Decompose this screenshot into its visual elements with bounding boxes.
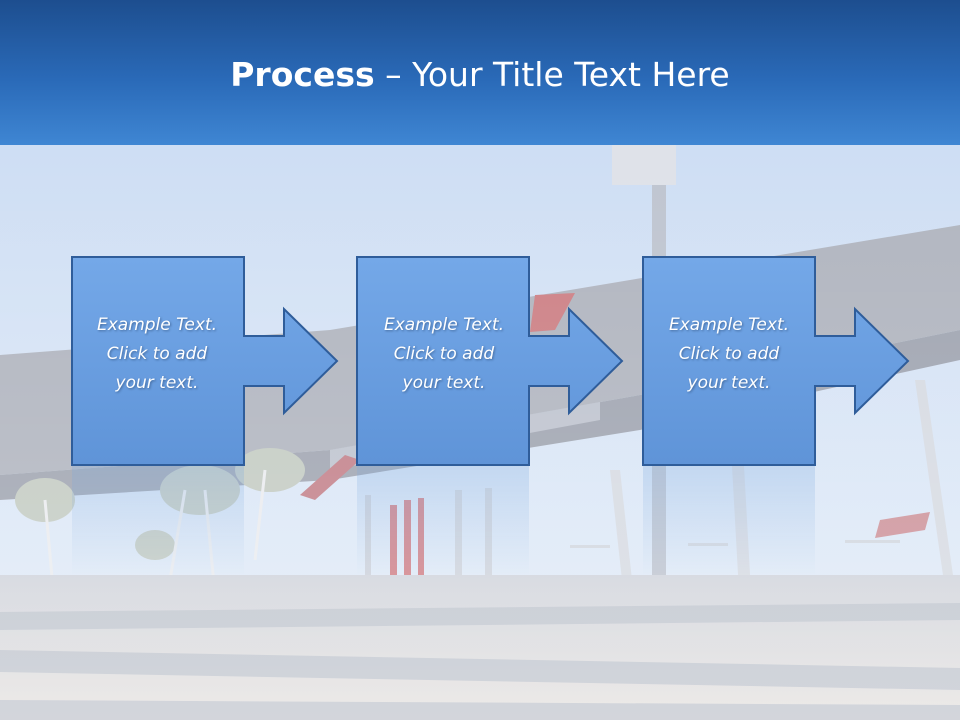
step-2-text: Example Text. Click to add your text.: [358, 311, 530, 398]
step-2-arrow-shape: [356, 256, 624, 466]
step-3-line-1: Example Text.: [668, 315, 790, 335]
step-1-line-1: Example Text.: [96, 315, 218, 335]
step-2-line-3: your text.: [402, 373, 486, 393]
step-2-line-1: Example Text.: [383, 315, 505, 335]
step-3-line-2: Click to add: [678, 344, 780, 364]
step-3-arrow-shape: [642, 256, 910, 466]
step-reflections: [72, 466, 815, 576]
step-2-line-2: Click to add: [393, 344, 495, 364]
step-1-text: Example Text. Click to add your text.: [71, 311, 243, 398]
step-1-line-2: Click to add: [106, 344, 208, 364]
step-1-arrow-shape: [71, 256, 339, 466]
step-1-line-3: your text.: [115, 373, 199, 393]
title-bold-text: Process: [230, 55, 375, 94]
title-bar: Process – Your Title Text Here: [0, 0, 960, 145]
step-3-line-3: your text.: [687, 373, 771, 393]
title-rest-text: – Your Title Text Here: [374, 55, 730, 94]
slide-title[interactable]: Process – Your Title Text Here: [0, 52, 960, 98]
step-3-text: Example Text. Click to add your text.: [643, 311, 815, 398]
